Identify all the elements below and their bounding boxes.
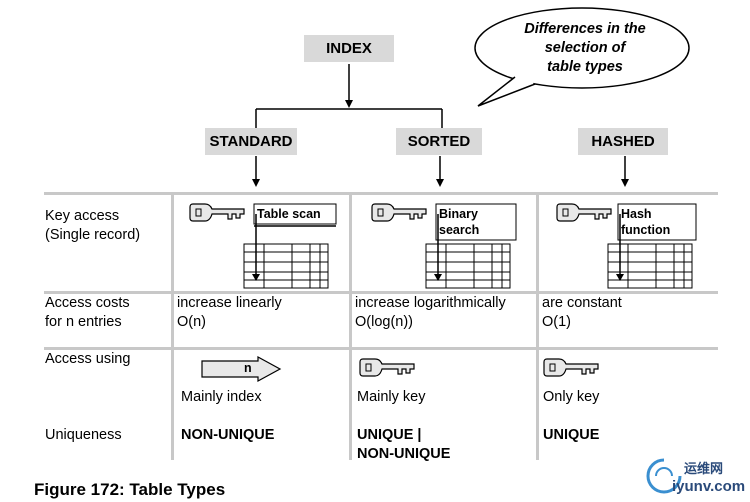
- grid-line-top: [44, 192, 718, 195]
- sorted-box: SORTED: [396, 128, 482, 155]
- grid-line-3: [44, 347, 718, 350]
- table-scan-label: Table scan: [257, 207, 321, 221]
- index-box: INDEX: [304, 35, 394, 62]
- cost-hashed: are constant O(1): [542, 295, 622, 330]
- row-label-key-access: Key access (Single record): [45, 208, 141, 243]
- cost-standard: increase linearly O(n): [177, 295, 282, 330]
- unique-sorted: UNIQUE | NON-UNIQUE: [357, 427, 451, 462]
- hash-function-label: Hash function: [621, 207, 671, 237]
- grid-line-2: [44, 291, 718, 294]
- row-label-access-using: Access using: [45, 351, 131, 367]
- using-hashed: Only key: [543, 389, 600, 405]
- grid-col-3: [536, 192, 539, 460]
- binary-search-illustration: [425, 203, 517, 289]
- bubble-text: Differences in the selection of table ty…: [524, 21, 646, 75]
- watermark-url: iyunv.com: [672, 478, 746, 495]
- using-sorted: Mainly key: [357, 389, 426, 405]
- index-arrow-label: n: [244, 361, 252, 375]
- table-scan-illustration: [243, 203, 337, 289]
- row-label-access-costs: Access costs for n entries: [45, 295, 130, 330]
- figure-caption: Figure 172: Table Types: [34, 480, 226, 499]
- row-label-uniqueness: Uniqueness: [45, 427, 122, 443]
- key-icon: [556, 203, 612, 222]
- using-standard: Mainly index: [181, 389, 262, 405]
- index-arrow-icon: [201, 355, 282, 383]
- key-icon: [189, 203, 245, 222]
- hash-function-illustration: [607, 203, 697, 289]
- standard-box: STANDARD: [205, 128, 297, 155]
- key-icon: [371, 203, 427, 222]
- watermark-cn: 运维网: [684, 461, 724, 476]
- cost-sorted: increase logarithmically O(log(n)): [355, 295, 506, 330]
- unique-hashed: UNIQUE: [543, 427, 600, 443]
- grid-col-1: [171, 192, 174, 460]
- hashed-box: HASHED: [578, 128, 668, 155]
- key-icon: [359, 358, 415, 377]
- binary-search-label: Binary search: [439, 207, 480, 237]
- key-icon: [543, 358, 599, 377]
- watermark-logo-icon: [646, 458, 682, 494]
- unique-standard: NON-UNIQUE: [181, 427, 275, 443]
- grid-col-2: [349, 192, 352, 460]
